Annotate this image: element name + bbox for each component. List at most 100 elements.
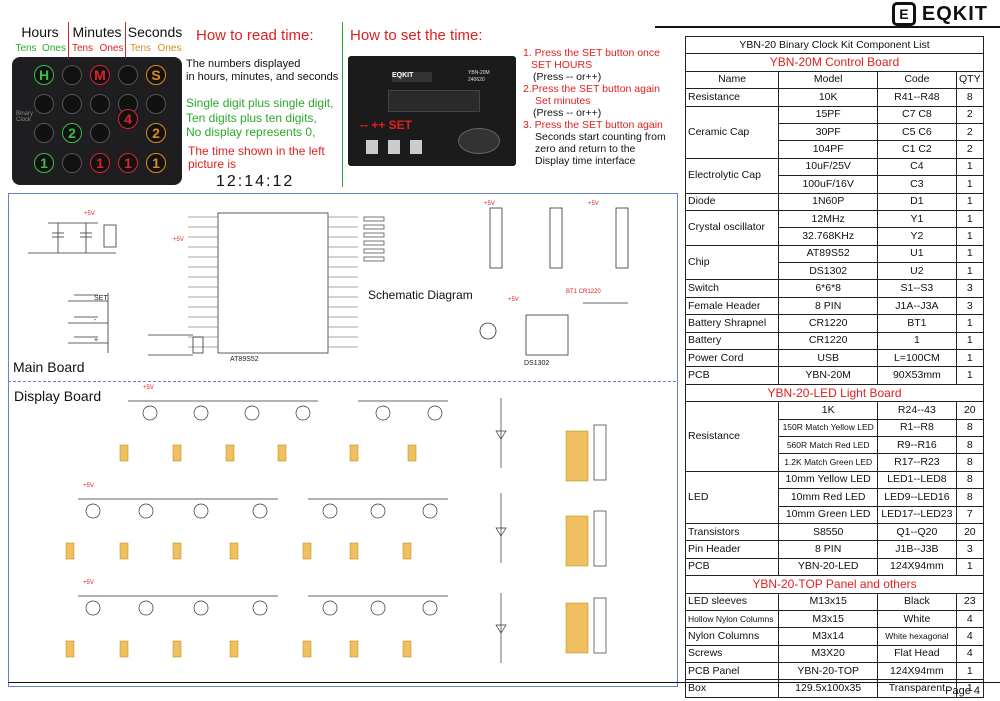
led [90, 123, 110, 143]
svg-text:BT1 CR1220: BT1 CR1220 [566, 289, 601, 295]
led [34, 123, 54, 143]
svg-text:+: + [94, 337, 98, 344]
set-minus-button[interactable] [366, 140, 378, 154]
col-qty: QTY [955, 70, 985, 90]
svg-text:-: - [94, 317, 97, 324]
schematic-frame [8, 193, 678, 687]
led-hours-tens-8: H [34, 65, 54, 85]
set-time-title: How to set the time: [350, 27, 483, 44]
hours-ones-label: Ones [42, 43, 66, 54]
led-seconds-tens-8: S [146, 65, 166, 85]
led [62, 94, 82, 114]
clock-column-header: Hours Minutes Seconds Tens Ones Tens One… [12, 24, 184, 54]
footer-rule [8, 682, 1000, 683]
svg-text:+5V: +5V [173, 237, 184, 243]
chip-u1-label: AT89S52 [230, 356, 259, 363]
col-model: Model [778, 70, 879, 90]
col-name: Name [684, 70, 780, 90]
section-top-panel: YBN-20-TOP Panel and others [685, 575, 984, 594]
schematic-title: Schematic Diagram [368, 288, 473, 302]
read-time-title: How to read time: [196, 27, 314, 44]
hours-tens-label: Tens [15, 43, 37, 54]
svg-text:+5V: +5V [84, 211, 95, 217]
svg-text:+5V: +5V [83, 483, 94, 489]
set-button[interactable] [410, 140, 422, 154]
section-divider [342, 22, 343, 187]
example-time: 12:14:12 [216, 173, 295, 190]
led-hours-ones-2: 2 [62, 123, 82, 143]
section-led-board: YBN-20-LED Light Board [685, 383, 984, 403]
display-board-label: Display Board [14, 388, 102, 404]
header-rule [655, 26, 1000, 28]
led-seconds-ones-2: 2 [146, 123, 166, 143]
hours-label: Hours [21, 24, 59, 40]
read-time-description: The numbers displayed in hours, minutes,… [186, 58, 339, 83]
set-plus-button[interactable] [388, 140, 400, 154]
schematic-divider [8, 381, 676, 382]
svg-text:SET: SET [94, 295, 108, 302]
header-divider [125, 22, 126, 62]
pcb-date: 240620 [468, 77, 485, 83]
led [90, 94, 110, 114]
component-list-table: YBN-20 Binary Clock Kit Component List Y… [684, 35, 985, 698]
seconds-ones-label: Ones [157, 43, 182, 54]
led-minutes-tens-8: M [90, 65, 110, 85]
pcb-set-label: -- ++ SET [360, 118, 413, 132]
led [118, 65, 138, 85]
svg-text:+5V: +5V [484, 201, 495, 207]
minutes-label: Minutes [72, 24, 122, 40]
pcb-chip [388, 90, 480, 112]
led-minutes-ones-4: 4 [118, 109, 138, 129]
set-time-steps: 1. Press the SET button once SET HOURS (… [523, 47, 666, 167]
svg-text:+5V: +5V [143, 385, 154, 391]
svg-text:+5V: +5V [588, 201, 599, 207]
read-time-rules: Single digit plus single digit, Ten digi… [186, 96, 334, 139]
brand-logo: E EQKIT [891, 2, 988, 26]
seconds-label: Seconds [127, 24, 183, 40]
pcb-photo: EQKIT YBN-20M 240620 -- ++ SET [348, 56, 516, 166]
led [146, 94, 166, 114]
schematic-drawing: +5V+5V+5V+5V +5V+5V+5V+5V BT1 CR1220 AT8… [28, 201, 629, 663]
led [62, 153, 82, 173]
pcb-model: YBN-20M [468, 70, 490, 76]
main-board-label: Main Board [13, 359, 85, 375]
seconds-tens-label: Tens [129, 43, 152, 54]
led-minutes-ones-1: 1 [118, 153, 138, 173]
led-minutes-tens-1: 1 [90, 153, 110, 173]
led-seconds-tens-1: 1 [146, 153, 166, 173]
led-hours-tens-1: 1 [34, 153, 54, 173]
page-number: Page 4 [945, 685, 980, 697]
led [34, 94, 54, 114]
svg-text:+5V: +5V [508, 297, 519, 303]
read-time-example: The time shown in the left picture is [188, 144, 325, 171]
